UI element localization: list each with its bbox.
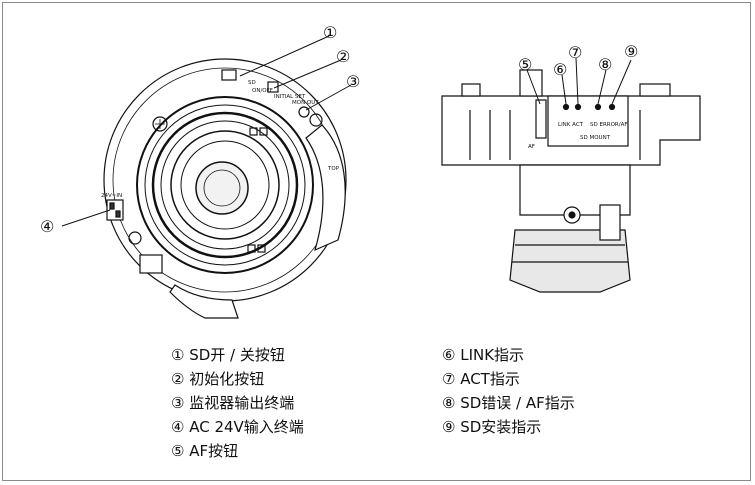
initial-set-button bbox=[267, 81, 279, 93]
legend-item-initial-set: ② 初始化按钮 bbox=[171, 370, 265, 388]
screw-bottom-left bbox=[128, 231, 142, 245]
lens-ring-2 bbox=[144, 104, 306, 266]
legend-item-power-in: ④ AC 24V输入终端 bbox=[171, 418, 304, 436]
label-af: AF bbox=[528, 144, 535, 150]
callout-9: ⑨ bbox=[624, 42, 638, 61]
legend-item-monitor-out: ③ 监视器输出终端 bbox=[171, 394, 295, 412]
legend-item-af-button: ⑤ AF按钮 bbox=[171, 442, 239, 460]
sd-switch bbox=[221, 69, 237, 81]
callout-5: ⑤ bbox=[518, 55, 532, 74]
callout-4: ④ bbox=[40, 217, 54, 236]
legend-item-link: ⑥ LINK指示 bbox=[442, 346, 525, 364]
middle-neck bbox=[519, 164, 631, 216]
label-top: TOP bbox=[327, 166, 340, 172]
callout-7: ⑦ bbox=[568, 43, 582, 62]
link-led bbox=[562, 103, 570, 111]
label-link-act: LINK ACT bbox=[558, 122, 584, 128]
callout-6: ⑥ bbox=[553, 60, 567, 79]
label-sd-mount: SD MOUNT bbox=[580, 135, 611, 141]
leader-lines-left bbox=[61, 35, 352, 227]
camera-side-view bbox=[441, 69, 701, 293]
camera-diagram: SD ON/OFF INITIAL SET MON OUT 24V~IN TOP bbox=[40, 23, 701, 319]
legend-item-sd-error: ⑧ SD错误 / AF指示 bbox=[442, 394, 575, 412]
side-flap bbox=[305, 124, 346, 252]
indicator-panel bbox=[547, 95, 629, 147]
lens-ring-3 bbox=[151, 111, 299, 259]
label-initial-set: INITIAL SET bbox=[274, 94, 306, 100]
screw-bottom-right bbox=[309, 113, 323, 127]
label-sd: SD bbox=[248, 80, 256, 86]
sd-error-led bbox=[594, 103, 602, 111]
bottom-bracket bbox=[169, 284, 239, 319]
figure-frame bbox=[2, 2, 751, 481]
legend-right: ⑥ LINK指示 ⑦ ACT指示 ⑧ SD错误 / AF指示 ⑨ SD安装指示 bbox=[442, 343, 575, 439]
af-button bbox=[535, 99, 547, 139]
screw-top-left bbox=[152, 116, 168, 132]
legend-item-act: ⑦ ACT指示 bbox=[442, 370, 520, 388]
act-led bbox=[574, 103, 582, 111]
lens-ring-5 bbox=[170, 130, 280, 240]
callout-2: ② bbox=[336, 47, 350, 66]
device-labels-right: LINK ACT SD ERROR/AF SD MOUNT AF bbox=[528, 122, 628, 150]
label-monitor-out: MON OUT bbox=[292, 100, 319, 106]
label-power-in: 24V~IN bbox=[101, 193, 122, 199]
monitor-out-jack bbox=[298, 106, 310, 118]
callout-8: ⑧ bbox=[598, 55, 612, 74]
device-labels-left: SD ON/OFF INITIAL SET MON OUT 24V~IN TOP bbox=[101, 80, 340, 199]
legend-item-sd-button: ① SD开 / 关按钮 bbox=[171, 346, 285, 364]
label-on-off: ON/OFF bbox=[252, 88, 273, 94]
callouts: ① ② ③ ④ ⑤ ⑥ ⑦ ⑧ ⑨ bbox=[40, 23, 638, 236]
callout-1: ① bbox=[323, 23, 337, 42]
legend-left: ① SD开 / 关按钮 ② 初始化按钮 ③ 监视器输出终端 ④ AC 24V输入… bbox=[171, 343, 304, 463]
sd-mount-led bbox=[608, 103, 616, 111]
cable-box bbox=[139, 254, 163, 274]
label-sd-error: SD ERROR/AF bbox=[590, 122, 628, 128]
lens-ring-6 bbox=[180, 140, 270, 230]
legend-item-sd-mount: ⑨ SD安装指示 bbox=[442, 418, 542, 436]
lens-ring-4 bbox=[160, 120, 290, 250]
camera-top-view bbox=[103, 58, 347, 319]
lens-glass-inner bbox=[203, 169, 241, 207]
callout-3: ③ bbox=[346, 72, 360, 91]
leader-lines-right bbox=[526, 57, 632, 105]
